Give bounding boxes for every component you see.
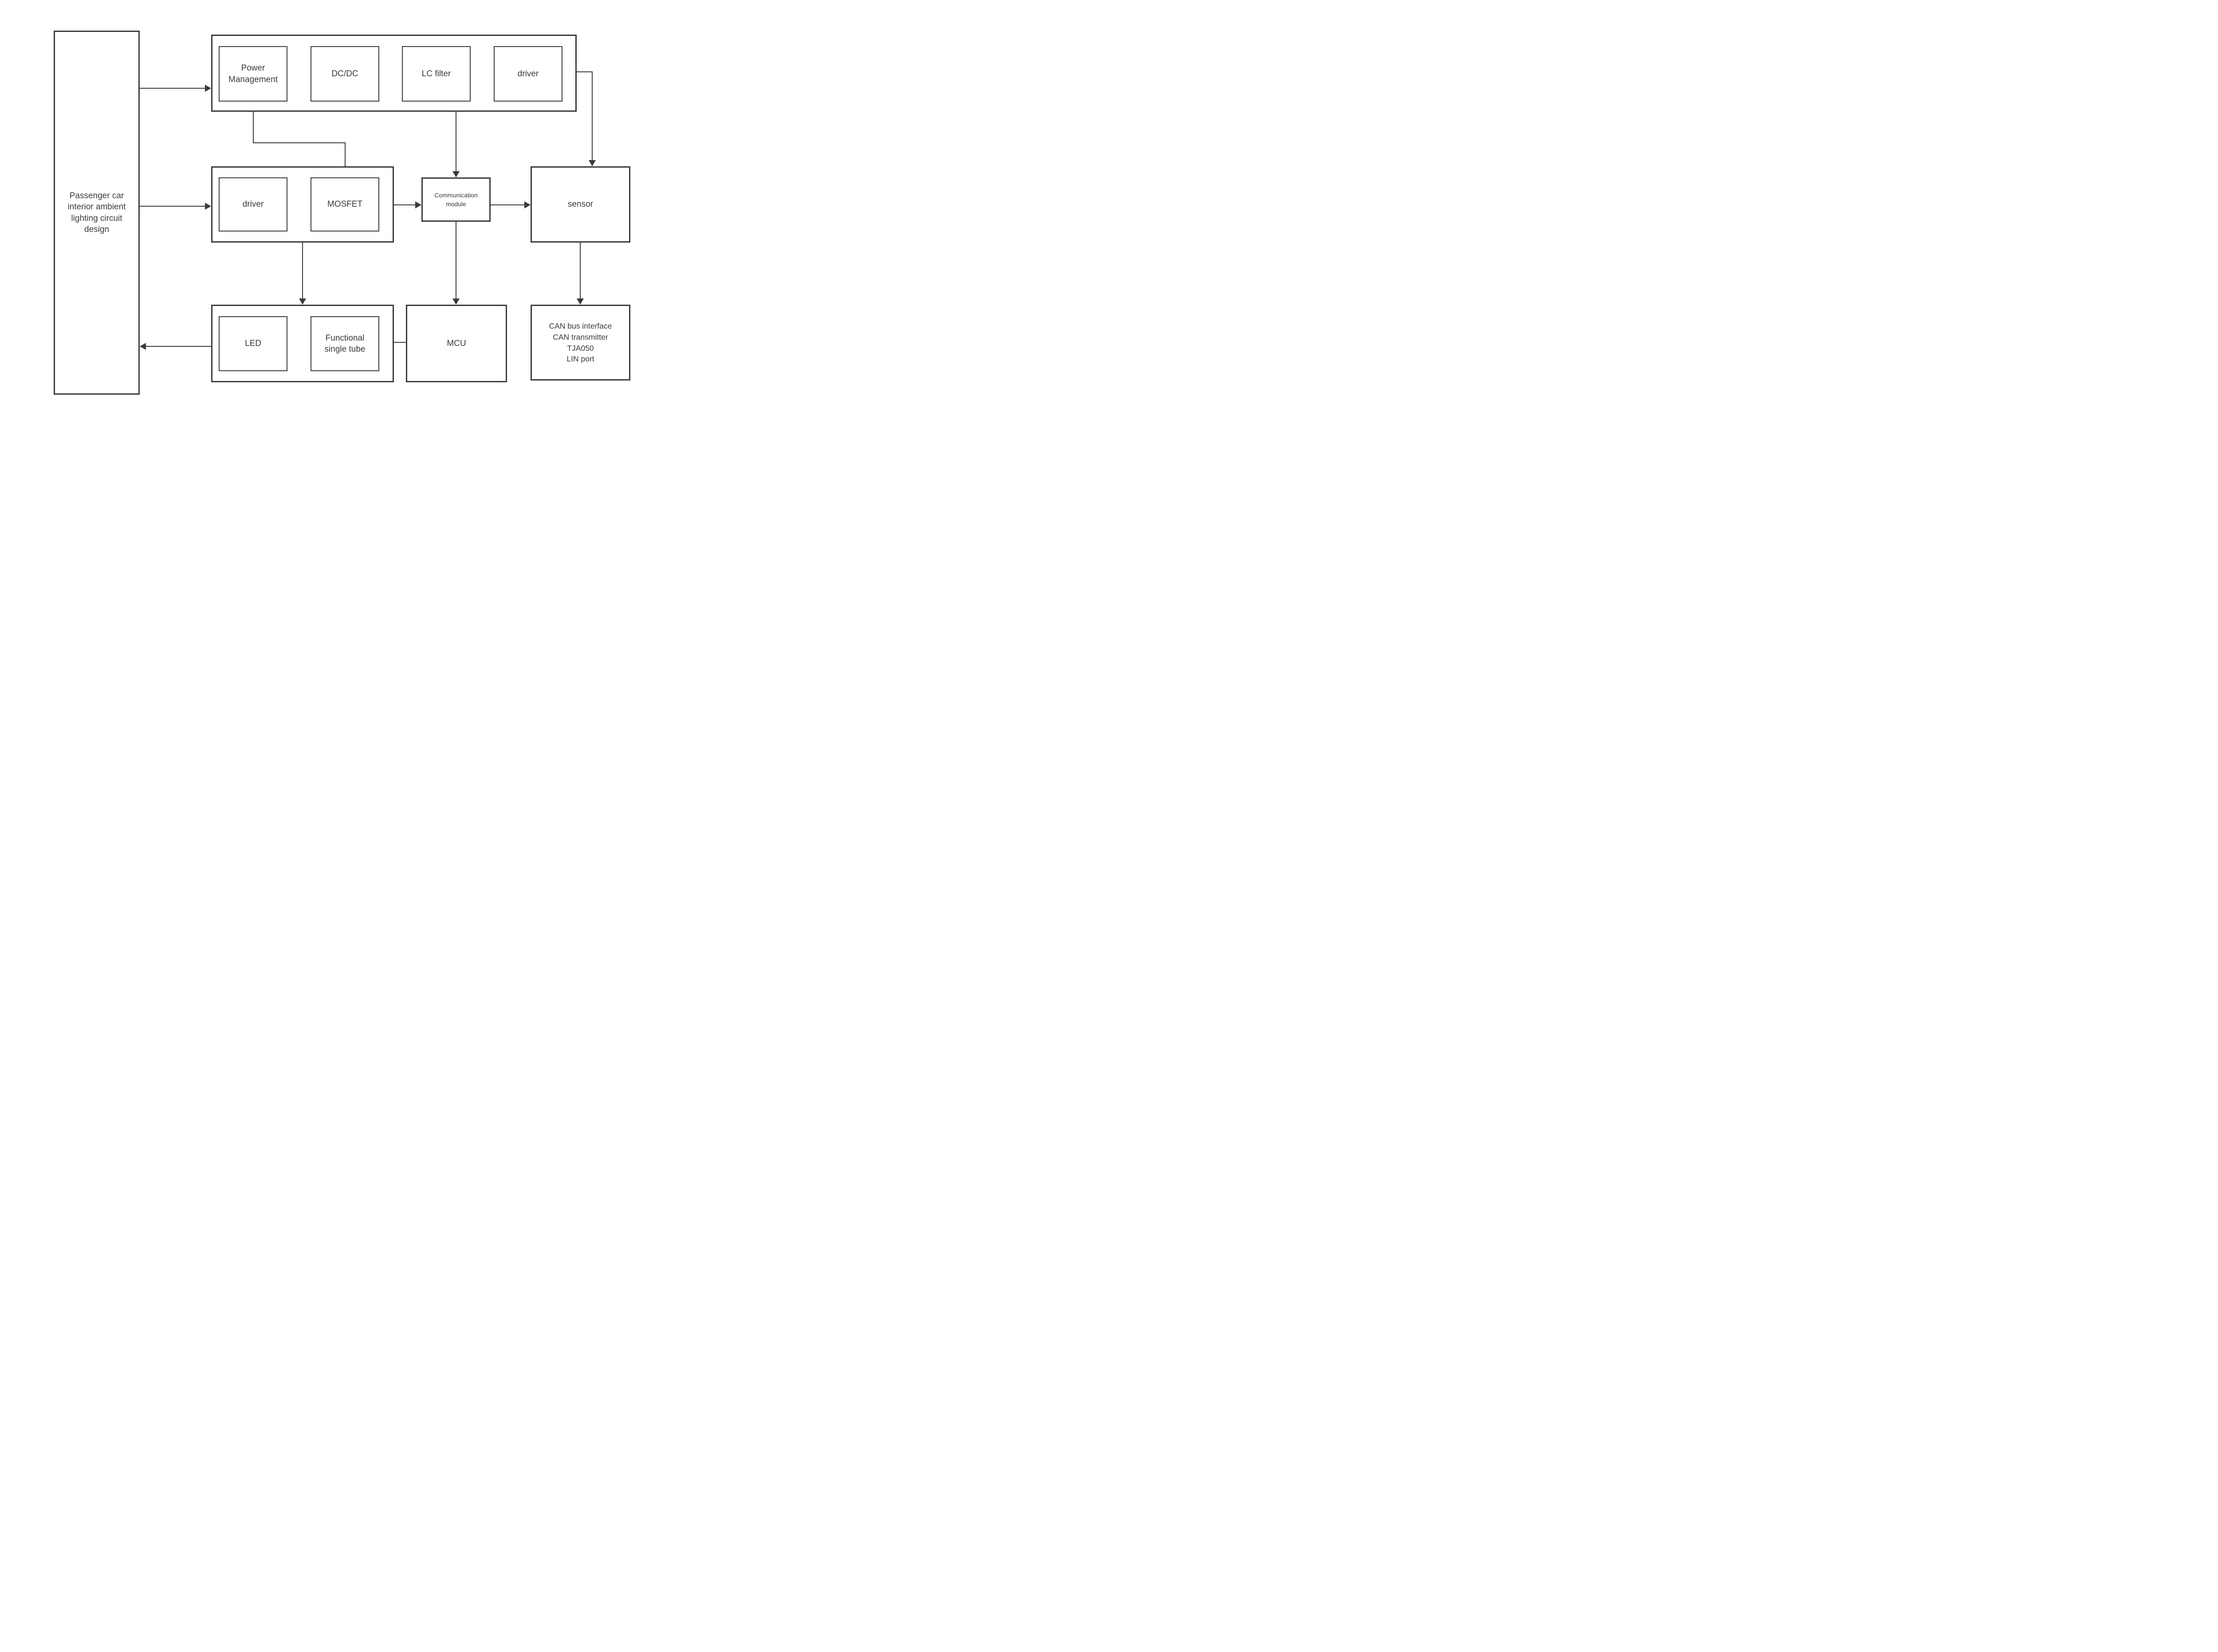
connector-pm-jog-seg2 <box>253 142 346 143</box>
node-driver-mid: driver <box>219 177 287 232</box>
node-communication-module-label: Communication module <box>434 191 478 208</box>
arrowhead-sensor-to-can <box>577 298 584 305</box>
node-lc-filter-label: LC filter <box>421 69 451 78</box>
node-sensor: sensor <box>531 166 630 243</box>
node-mcu-label: MCU <box>447 338 466 348</box>
node-functional-single-tube: Functional single tube <box>311 316 379 371</box>
connector-pm-down-seg1 <box>253 112 254 143</box>
arrowhead-power-group-to-comm <box>452 171 460 177</box>
node-root: Passenger car interior ambient lighting … <box>54 31 140 395</box>
arrowhead-comm-to-sensor <box>524 201 531 208</box>
arrowhead-comm-to-mcu <box>452 298 460 305</box>
diagram-canvas: Passenger car interior ambient lighting … <box>0 0 685 511</box>
connector-output-group-to-root <box>146 346 211 347</box>
connector-root-to-drive-group <box>140 206 205 207</box>
connector-power-group-to-sensor-seg1 <box>577 71 593 72</box>
node-dcdc: DC/DC <box>311 46 379 102</box>
node-lc-filter: LC filter <box>402 46 471 102</box>
node-driver-top: driver <box>494 46 562 102</box>
node-sensor-label: sensor <box>567 200 594 209</box>
connector-comm-to-sensor <box>491 204 524 205</box>
arrowhead-power-group-to-sensor <box>589 160 596 166</box>
node-led: LED <box>219 316 287 371</box>
node-driver-top-label: driver <box>517 69 539 78</box>
connector-power-group-to-sensor-seg2 <box>592 71 593 160</box>
node-can-interface: CAN bus interface CAN transmitter TJA050… <box>531 305 630 381</box>
connector-pm-down-seg3 <box>345 142 346 166</box>
arrowhead-root-to-drive-group <box>205 203 211 210</box>
connector-drive-group-to-output-group <box>302 243 303 298</box>
node-power-management-label: Power Management <box>228 63 278 84</box>
arrowhead-output-group-to-root <box>140 343 146 350</box>
node-can-interface-label: CAN bus interface CAN transmitter TJA050… <box>549 321 612 364</box>
node-mosfet: MOSFET <box>311 177 379 232</box>
node-led-label: LED <box>245 339 261 349</box>
node-power-management: Power Management <box>219 46 287 102</box>
connector-sensor-to-can <box>580 243 581 298</box>
node-mosfet-label: MOSFET <box>327 200 363 209</box>
node-root-label: Passenger car interior ambient lighting … <box>67 191 126 234</box>
node-mcu: MCU <box>406 305 507 382</box>
arrowhead-drive-group-to-comm <box>415 201 421 208</box>
connector-root-to-power-group <box>140 88 205 89</box>
node-driver-mid-label: driver <box>242 200 264 209</box>
node-dcdc-label: DC/DC <box>331 69 358 78</box>
connector-output-group-to-mcu <box>394 342 406 343</box>
node-communication-module: Communication module <box>421 177 491 222</box>
node-functional-single-tube-label: Functional single tube <box>324 333 366 354</box>
connector-drive-group-to-comm <box>394 204 415 205</box>
arrowhead-drive-group-to-output-group <box>299 298 306 305</box>
arrowhead-root-to-power-group <box>205 85 211 92</box>
